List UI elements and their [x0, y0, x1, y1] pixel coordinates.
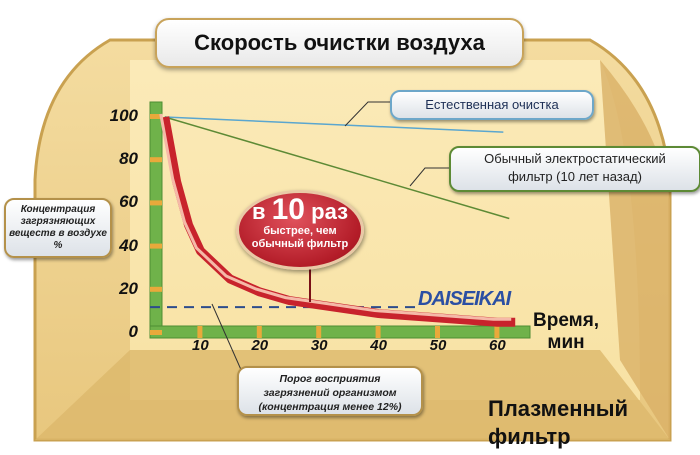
y-axis-bar: [149, 101, 163, 339]
threshold-label: Порог восприятия загрязнений организмом …: [237, 366, 423, 416]
badge-line1: быстрее, чем: [263, 225, 337, 237]
y-tick-mark: [150, 243, 162, 249]
x-tick-label: 20: [251, 337, 269, 354]
y-tick-label: 20: [119, 278, 138, 298]
series-plasma-filter: [160, 116, 516, 327]
x-tick-mark: [197, 326, 203, 338]
x-tick-mark: [316, 326, 322, 338]
ylabel-line: Концентрация: [20, 204, 96, 215]
x-tick-label: 60: [489, 337, 506, 354]
x-tick-label: 10: [192, 337, 209, 354]
xlabel-line1: Время,: [533, 310, 600, 331]
chart-title: Скорость очистки воздуха: [155, 18, 524, 68]
xlabel-line2: мин: [547, 332, 585, 353]
product-line2: фильтр: [488, 424, 571, 449]
product-label: Плазменный фильтр: [488, 395, 628, 451]
x-tick-mark: [375, 326, 381, 338]
series-natural-cleaning: [164, 116, 504, 133]
y-tick-label: 40: [119, 235, 138, 255]
y-tick-mark: [150, 157, 162, 163]
badge-suffix: раз: [311, 199, 349, 224]
legend-electrostatic-filter: Обычный электростатический фильтр (10 ле…: [449, 146, 700, 192]
badge-number: 10: [271, 193, 305, 226]
speed-badge: в 10 раз быстрее, чем обычный фильтр: [236, 190, 364, 270]
ylabel-line: загрязняющих: [20, 216, 96, 227]
leader-electro: [409, 167, 449, 187]
y-tick-mark: [150, 114, 162, 119]
x-axis-label: Время, мин: [533, 310, 599, 354]
legend-natural-cleaning: Естественная очистка: [390, 90, 594, 120]
y-tick-label: 0: [128, 322, 138, 341]
product-line1: Плазменный: [488, 396, 629, 421]
badge-prefix: в: [251, 199, 266, 224]
brand-logo: DAISEIKAI: [418, 288, 511, 310]
legend-electro-line1: Обычный электростатический: [484, 151, 666, 166]
x-tick-mark: [494, 326, 500, 338]
ylabel-line: %: [53, 240, 63, 251]
x-tick-label: 50: [429, 337, 447, 354]
leader-threshold: [211, 303, 243, 373]
threshold-line: Порог восприятия: [279, 373, 381, 385]
y-tick-mark: [150, 286, 162, 292]
y-tick-label: 80: [119, 149, 138, 169]
y-tick-label: 100: [109, 106, 138, 125]
series-plasma-highlight: [159, 113, 512, 321]
y-tick-label: 60: [119, 192, 138, 212]
badge-line2: обычный фильтр: [251, 238, 349, 250]
series-electrostatic-filter: [164, 116, 510, 220]
ylabel-line: веществ в воздухе: [9, 228, 107, 239]
x-tick-label: 30: [310, 337, 328, 354]
y-axis-label: Концентрация загрязняющих веществ в возд…: [4, 198, 112, 258]
threshold-line: (концентрация менее 12%): [258, 401, 402, 413]
x-tick-mark: [435, 326, 440, 338]
x-tick-label: 40: [370, 337, 387, 354]
threshold-line: загрязнений организмом: [263, 387, 397, 399]
leader-natural: [344, 101, 392, 127]
y-tick-mark: [150, 200, 162, 206]
y-tick-mark: [150, 330, 162, 335]
legend-electro-line2: фильтр (10 лет назад): [508, 169, 642, 184]
x-tick-mark: [256, 326, 262, 338]
